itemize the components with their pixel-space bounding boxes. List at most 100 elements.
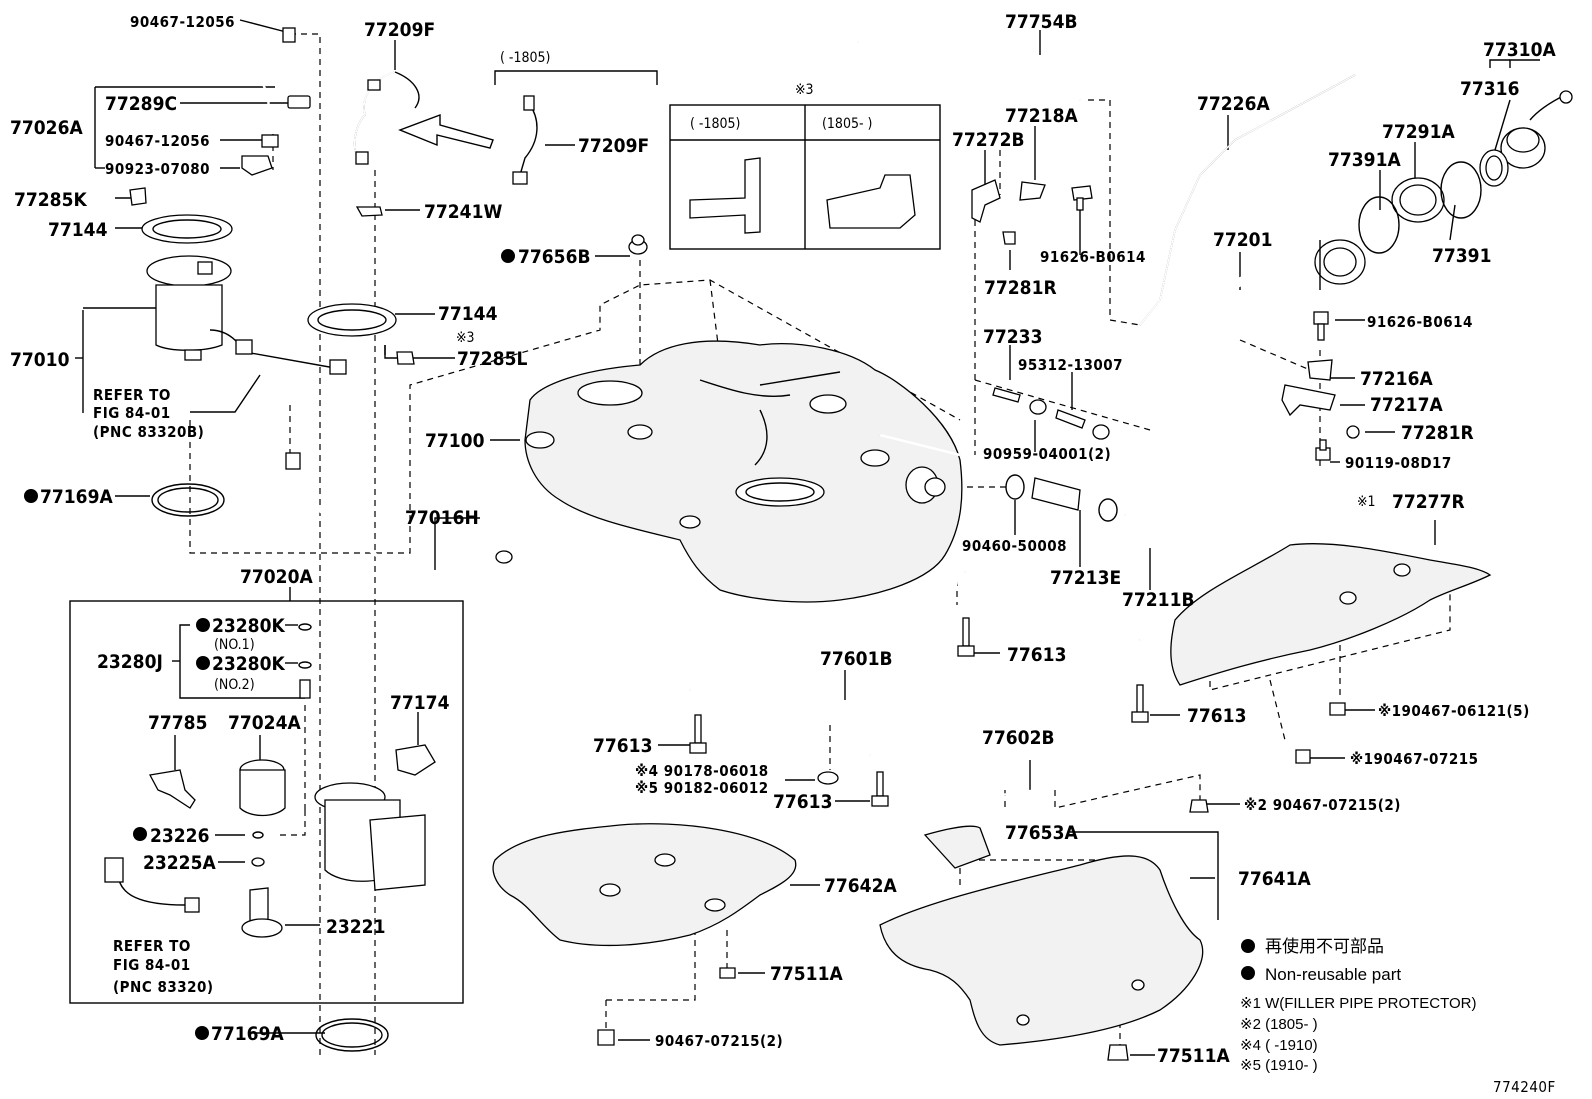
label-77226A: 77226A: [1197, 93, 1270, 115]
non-reusable-dot-23280K-1: [196, 618, 210, 632]
label-77656B: 77656B: [518, 246, 591, 268]
non-reusable-dot-23226: [133, 827, 147, 841]
label-90467-06121: ※190467-06121(5): [1378, 702, 1530, 720]
label-77754B: 77754B: [1005, 11, 1078, 33]
label-77785: 77785: [148, 712, 207, 734]
label-77169A-top: 77169A: [40, 486, 113, 508]
leader-lines: [75, 19, 1511, 1056]
label-77233: 77233: [983, 326, 1042, 348]
legend-dot-jp: [1241, 939, 1255, 953]
label-23280J: 23280J: [97, 651, 163, 673]
pump-assembly-box: [69, 600, 464, 1004]
label-23221: 23221: [326, 916, 385, 938]
label-90923-07080: 90923-07080: [105, 160, 210, 178]
legend-jp: 再使用不可部品: [1265, 936, 1384, 956]
label-refer2-c: (PNC 83320): [113, 978, 214, 996]
legend-note5: ※5 (1910- ): [1240, 1057, 1318, 1074]
label-77391: 77391: [1432, 245, 1491, 267]
legend-note1: ※1 W(FILLER PIPE PROTECTOR): [1240, 995, 1477, 1012]
part-labels: 90467-12056 77209F 77754B 77310A ( -1805…: [10, 11, 1556, 1067]
label-90178: ※4 90178-06018: [635, 762, 769, 780]
label-90467-07215-c: 90467-07215(2): [655, 1032, 783, 1050]
label-23280K-1: 23280K: [212, 615, 285, 637]
label-77511A-a: 77511A: [770, 963, 843, 985]
label-90959-04001: 90959-04001(2): [983, 445, 1111, 463]
label-90467-07215-a: ※190467-07215: [1350, 750, 1479, 768]
label-77613-d: 77613: [773, 791, 832, 813]
label-1805-header: ( -1805): [500, 50, 550, 66]
label-note1-77277R: ※1: [1357, 494, 1376, 510]
label-90467-12056-top: 90467-12056: [130, 13, 235, 31]
label-77316: 77316: [1460, 78, 1519, 100]
label-77016H: 77016H: [405, 507, 479, 529]
legend: 再使用不可部品 Non-reusable part ※1 W(FILLER PI…: [1240, 936, 1556, 1096]
label-90467-07215-b: ※2 90467-07215(2): [1244, 796, 1401, 814]
label-23225A: 23225A: [143, 852, 216, 874]
label-77169A-bot: 77169A: [211, 1023, 284, 1045]
label-77285K: 77285K: [14, 189, 87, 211]
label-77241W: 77241W: [424, 201, 502, 223]
label-77281R-b: 77281R: [1401, 422, 1474, 444]
label-refer1-b: FIG 84-01: [93, 404, 171, 422]
label-77144-mid: 77144: [438, 303, 498, 325]
label-77601B: 77601B: [820, 648, 893, 670]
label-90460-50008: 90460-50008: [962, 537, 1067, 555]
label-77174: 77174: [390, 692, 450, 714]
label-77289C: 77289C: [105, 93, 177, 115]
label-90467-12056-mid: 90467-12056: [105, 132, 210, 150]
label-91626-B0614-a: 91626-B0614: [1040, 248, 1146, 266]
label-refer2-a: REFER TO: [113, 937, 191, 955]
label-91626-B0614-b: 91626-B0614: [1367, 313, 1473, 331]
label-refer1-c: (PNC 83320B): [93, 423, 204, 441]
label-90182: ※5 90182-06012: [635, 779, 769, 797]
label-note3-top: ※3: [795, 82, 814, 98]
diagram-id: 774240F: [1493, 1078, 1556, 1096]
label-77272B: 77272B: [952, 129, 1025, 151]
label-77613-b: 77613: [1187, 705, 1246, 727]
non-reusable-dot-77169A-top: [24, 489, 38, 503]
non-reusable-dot-77169A-bot: [195, 1026, 209, 1040]
label-77209F-right: 77209F: [578, 135, 649, 157]
legend-en: Non-reusable part: [1265, 965, 1401, 984]
label-77613-a: 77613: [1007, 644, 1066, 666]
label-77613-c: 77613: [593, 735, 652, 757]
legend-note2: ※2 (1805- ): [1240, 1016, 1318, 1033]
label-23226: 23226: [150, 825, 209, 847]
label-col-1805: ( -1805): [690, 116, 740, 132]
label-77100: 77100: [425, 430, 485, 452]
label-refer2-b: FIG 84-01: [113, 956, 191, 974]
label-77213E: 77213E: [1050, 567, 1121, 589]
label-refer1-a: REFER TO: [93, 386, 171, 404]
legend-note4: ※4 ( -1910): [1240, 1037, 1318, 1054]
label-77010: 77010: [10, 349, 70, 371]
label-77201: 77201: [1213, 229, 1272, 251]
label-77602B: 77602B: [982, 727, 1055, 749]
label-77511A-b: 77511A: [1157, 1045, 1230, 1067]
label-77218A: 77218A: [1005, 105, 1078, 127]
label-77144-top: 77144: [48, 219, 108, 241]
label-col-1805-after: (1805- ): [822, 116, 872, 132]
label-note3-mid: ※3: [456, 330, 475, 346]
non-reusable-dot-23280K-2: [196, 656, 210, 670]
label-77310A: 77310A: [1483, 39, 1556, 61]
label-77020A: 77020A: [240, 566, 313, 588]
label-77281R-a: 77281R: [984, 277, 1057, 299]
legend-dot-en: [1241, 966, 1255, 980]
label-95312-13007: 95312-13007: [1018, 356, 1123, 374]
label-77285L: 77285L: [457, 348, 527, 370]
label-77642A: 77642A: [824, 875, 897, 897]
label-77216A: 77216A: [1360, 368, 1433, 390]
label-77277R: 77277R: [1392, 491, 1465, 513]
parts: [104, 27, 1573, 1061]
label-77217A: 77217A: [1370, 394, 1443, 416]
label-77024A: 77024A: [228, 712, 301, 734]
label-77026A: 77026A: [10, 117, 83, 139]
label-77641A: 77641A: [1238, 868, 1311, 890]
label-77209F-top: 77209F: [364, 19, 435, 41]
label-no1: (NO.1): [214, 637, 255, 653]
label-77291A: 77291A: [1382, 121, 1455, 143]
label-23280K-2: 23280K: [212, 653, 285, 675]
label-77653A: 77653A: [1005, 822, 1078, 844]
label-no2: (NO.2): [214, 677, 255, 693]
